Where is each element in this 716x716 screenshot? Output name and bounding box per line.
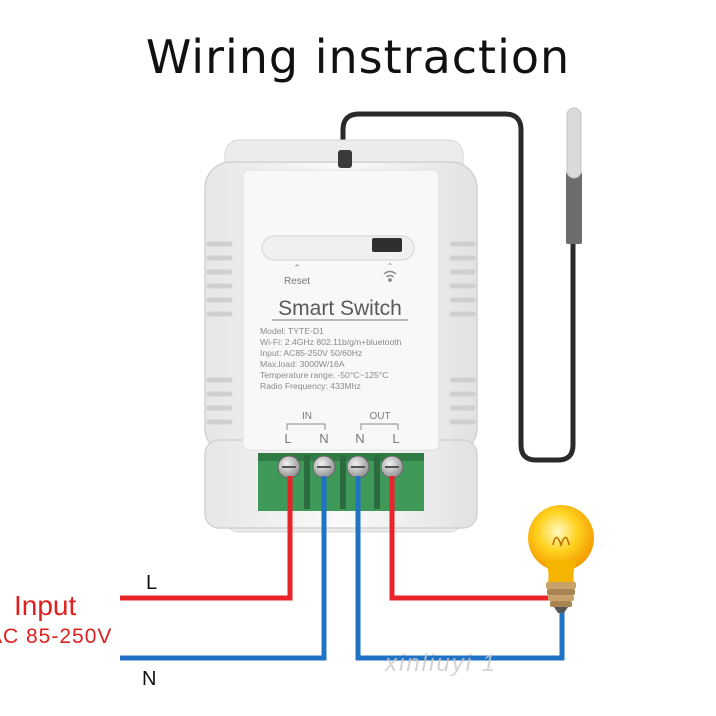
in-label: IN <box>302 411 312 422</box>
spec-line: Radio Frequency: 433Mhz <box>260 381 361 391</box>
terminal-brackets <box>286 423 399 430</box>
live-output-wire <box>389 476 550 601</box>
terminal-labels: IN OUT L N N L <box>284 411 399 446</box>
light-bulb-icon <box>528 505 594 613</box>
neutral-wire-label: N <box>142 668 157 690</box>
reset-arrow-icon: ⌃ <box>293 264 301 274</box>
watermark: xinliuyi 1 <box>385 650 498 677</box>
wifi-icon: ⌃ <box>383 262 397 282</box>
neutral-input-wire <box>120 476 327 661</box>
spec-line: Max.load: 3000W/16A <box>260 359 345 369</box>
vent-slots-left <box>206 241 233 425</box>
wires <box>120 476 565 661</box>
neutral-output-wire <box>355 476 565 661</box>
spec-line: Model: TYTE-D1 <box>260 326 324 336</box>
input-title: Input <box>14 590 77 621</box>
terminal-in-n: N <box>319 431 328 446</box>
svg-text:⌃: ⌃ <box>387 262 394 271</box>
device-specs: Model: TYTE-D1 Wi-Fi: 2.4GHz 802.11b/g/n… <box>260 326 402 391</box>
page-title: Wiring instraction <box>145 30 571 84</box>
live-input-wire <box>120 476 293 601</box>
vent-slots-right <box>449 241 476 425</box>
out-label: OUT <box>369 411 390 422</box>
terminal-out-n: N <box>355 431 364 446</box>
reset-label: Reset <box>284 276 310 287</box>
temperature-probe-icon <box>340 107 582 463</box>
spec-line: Temperature range: -50°C~125°C <box>260 370 388 380</box>
live-wire-label: L <box>146 572 158 594</box>
spec-line: Wi-Fi: 2.4GHz 802.11b/g/n+bluetooth <box>260 337 402 347</box>
device-name: Smart Switch <box>278 297 402 320</box>
terminal-in-l: L <box>284 431 291 446</box>
terminal-out-l: L <box>392 431 399 446</box>
spec-line: Input: AC85-250V 50/60Hz <box>260 348 362 358</box>
input-voltage-range: AC 85-250V <box>0 625 113 648</box>
status-led-window <box>372 238 402 252</box>
